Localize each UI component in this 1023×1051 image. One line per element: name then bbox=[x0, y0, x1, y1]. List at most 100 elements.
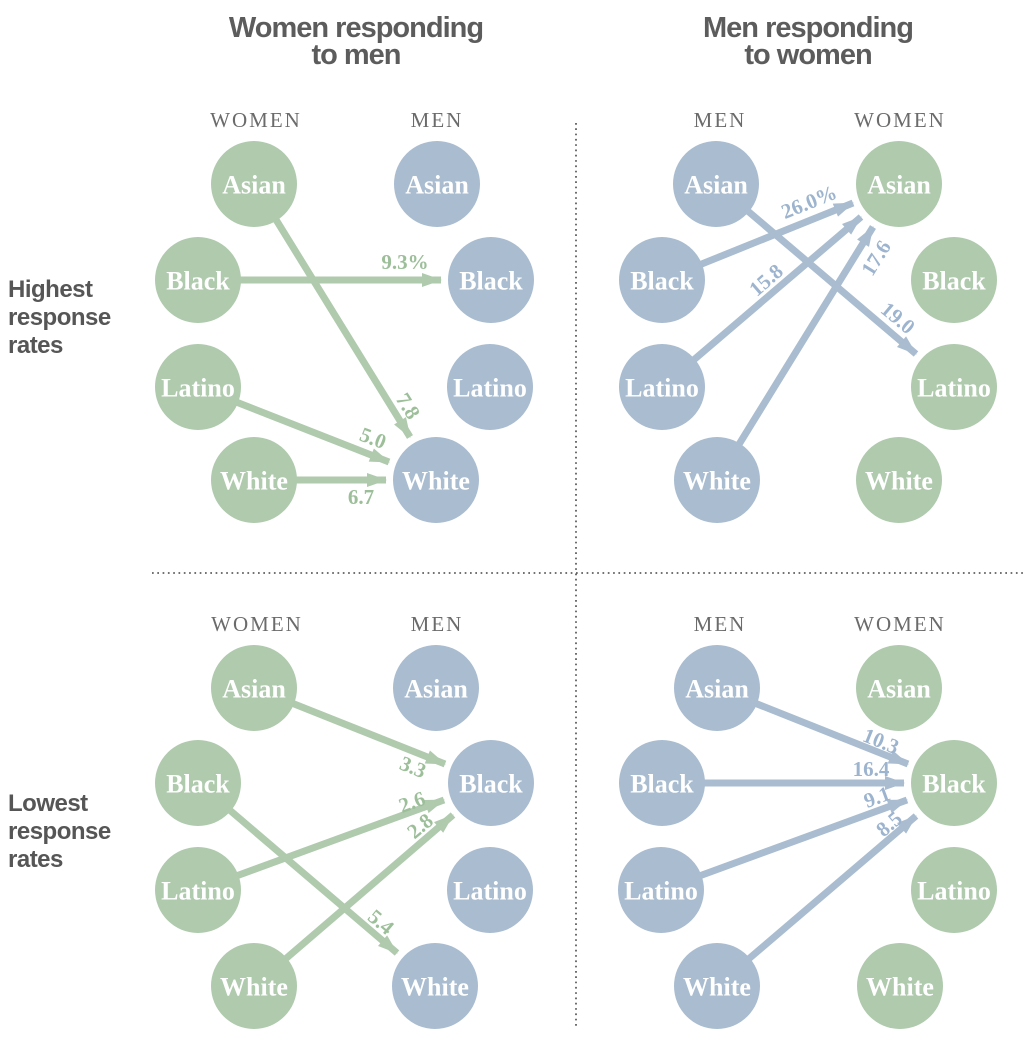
tl-women-latino-node bbox=[155, 344, 241, 430]
tr-men-black-node bbox=[619, 237, 705, 323]
bl-arrow-latino-to-black bbox=[196, 796, 446, 894]
br-men-latino-label: Latino bbox=[624, 877, 698, 906]
tr-men-asian-label: Asian bbox=[684, 171, 748, 200]
tl-arrow-asian-to-white bbox=[251, 182, 413, 439]
tl-value-white-white: 6.7 bbox=[348, 485, 374, 509]
bl-left-column-header: WOMEN bbox=[211, 612, 303, 636]
bl-men-black-node bbox=[448, 740, 534, 826]
br-men-latino-node bbox=[618, 847, 704, 933]
tl-women-asian-node bbox=[211, 141, 297, 227]
tr-men-black-label: Black bbox=[630, 267, 694, 296]
tr-women-latino-node bbox=[911, 344, 997, 430]
right-panel-title-line1: Men responding bbox=[703, 12, 913, 44]
tl-women-asian-label: Asian bbox=[222, 171, 286, 200]
tl-men-white-label: White bbox=[402, 467, 470, 496]
bl-women-black-label: Black bbox=[166, 770, 230, 799]
br-right-column-header: WOMEN bbox=[854, 612, 946, 636]
tr-women-asian-label: Asian bbox=[867, 171, 931, 200]
row-label-lowest-line1: Lowest bbox=[8, 790, 88, 817]
br-men-black-node bbox=[619, 740, 705, 826]
tl-women-white-node bbox=[211, 437, 297, 523]
tr-men-asian-node bbox=[673, 141, 759, 227]
bl-men-black-label: Black bbox=[459, 770, 523, 799]
tl-men-latino-label: Latino bbox=[453, 374, 527, 403]
tr-women-white-label: White bbox=[865, 467, 933, 496]
tr-arrow-asian-to-latino bbox=[713, 181, 919, 357]
right-panel-title-line2: to women bbox=[744, 39, 871, 71]
tr-men-latino-node bbox=[619, 344, 705, 430]
tr-left-column-header: MEN bbox=[694, 108, 747, 132]
bl-men-white-label: White bbox=[401, 973, 469, 1002]
tl-women-black-node bbox=[155, 237, 241, 323]
row-label-highest-line2: response bbox=[8, 304, 111, 331]
bl-arrow-values: 3.3 2.6 2.8 5.4 bbox=[363, 751, 438, 940]
tr-arrow-latino-to-asian bbox=[659, 214, 864, 390]
row-label-lowest-line3: rates bbox=[8, 846, 63, 873]
tl-right-column-header: MEN bbox=[411, 108, 464, 132]
row-label-lowest: Lowest response rates bbox=[8, 790, 111, 873]
tl-women-black-label: Black bbox=[166, 267, 230, 296]
tl-nodes: Asian Black Latino White Asian Black Lat… bbox=[155, 141, 534, 523]
br-women-asian-node bbox=[856, 645, 942, 731]
tr-men-white-node bbox=[674, 437, 760, 523]
br-men-white-label: White bbox=[683, 973, 751, 1002]
bl-men-asian-label: Asian bbox=[404, 675, 468, 704]
tr-women-black-node bbox=[911, 237, 997, 323]
row-label-lowest-line2: response bbox=[8, 818, 111, 845]
br-women-white-label: White bbox=[866, 973, 934, 1002]
tl-women-latino-label: Latino bbox=[161, 374, 235, 403]
tl-women-white-label: White bbox=[220, 467, 288, 496]
br-arrow-latino-to-black bbox=[659, 796, 909, 894]
quadrant-top-right: MEN WOMEN Asian Black Latino White Asian… bbox=[619, 108, 997, 523]
br-women-white-node bbox=[857, 943, 943, 1029]
br-women-black-label: Black bbox=[922, 770, 986, 799]
br-men-asian-label: Asian bbox=[685, 675, 749, 704]
br-women-black-node bbox=[911, 740, 997, 826]
bl-men-latino-node bbox=[447, 847, 533, 933]
tl-men-latino-node bbox=[447, 344, 533, 430]
bl-arrows bbox=[195, 684, 456, 989]
br-women-latino-label: Latino bbox=[917, 877, 991, 906]
quadrant-bottom-right: MEN WOMEN Asian Black Latino White Asian… bbox=[618, 612, 997, 1029]
br-left-column-header: MEN bbox=[694, 612, 747, 636]
tl-men-black-node bbox=[448, 237, 534, 323]
tr-women-black-label: Black bbox=[922, 267, 986, 296]
tr-right-column-header: WOMEN bbox=[854, 108, 946, 132]
bl-men-asian-node bbox=[393, 645, 479, 731]
bl-nodes: Asian Black Latino White Asian Black Lat… bbox=[155, 645, 534, 1029]
bl-value-black-white: 5.4 bbox=[363, 904, 399, 940]
br-nodes: Asian Black Latino White Asian Black Lat… bbox=[618, 645, 997, 1029]
tr-women-latino-label: Latino bbox=[917, 374, 991, 403]
bl-arrow-black-to-white bbox=[195, 780, 400, 956]
bl-men-latino-label: Latino bbox=[453, 877, 527, 906]
bl-arrow-white-to-black bbox=[251, 812, 456, 989]
row-label-highest-line3: rates bbox=[8, 332, 63, 359]
tr-nodes: Asian Black Latino White Asian Black Lat… bbox=[619, 141, 997, 523]
tr-women-white-node bbox=[856, 437, 942, 523]
br-men-black-label: Black bbox=[630, 770, 694, 799]
br-women-latino-node bbox=[911, 847, 997, 933]
tr-value-latino-asian: 15.8 bbox=[744, 259, 787, 301]
br-women-asian-label: Asian bbox=[867, 675, 931, 704]
tl-men-asian-node bbox=[394, 141, 480, 227]
br-men-asian-node bbox=[674, 645, 760, 731]
bl-women-asian-label: Asian bbox=[222, 675, 286, 704]
bl-women-white-label: White bbox=[220, 973, 288, 1002]
bl-women-asian-node bbox=[211, 645, 297, 731]
tl-left-column-header: WOMEN bbox=[210, 108, 302, 132]
bl-men-white-node bbox=[392, 943, 478, 1029]
bl-women-latino-node bbox=[155, 847, 241, 933]
tr-value-asian-latino: 19.0 bbox=[876, 297, 920, 339]
bl-women-white-node bbox=[211, 943, 297, 1029]
tr-arrows bbox=[659, 181, 919, 482]
tr-women-asian-node bbox=[856, 141, 942, 227]
quadrant-top-left: WOMEN MEN Asian Black Latino White Asian… bbox=[155, 108, 534, 523]
br-arrow-white-to-black bbox=[714, 813, 919, 989]
row-label-highest: Highest response rates bbox=[8, 276, 111, 359]
left-panel-title-line1: Women responding bbox=[229, 12, 483, 44]
tl-men-black-label: Black bbox=[459, 267, 523, 296]
bl-women-black-node bbox=[155, 740, 241, 826]
tr-men-white-label: White bbox=[683, 467, 751, 496]
